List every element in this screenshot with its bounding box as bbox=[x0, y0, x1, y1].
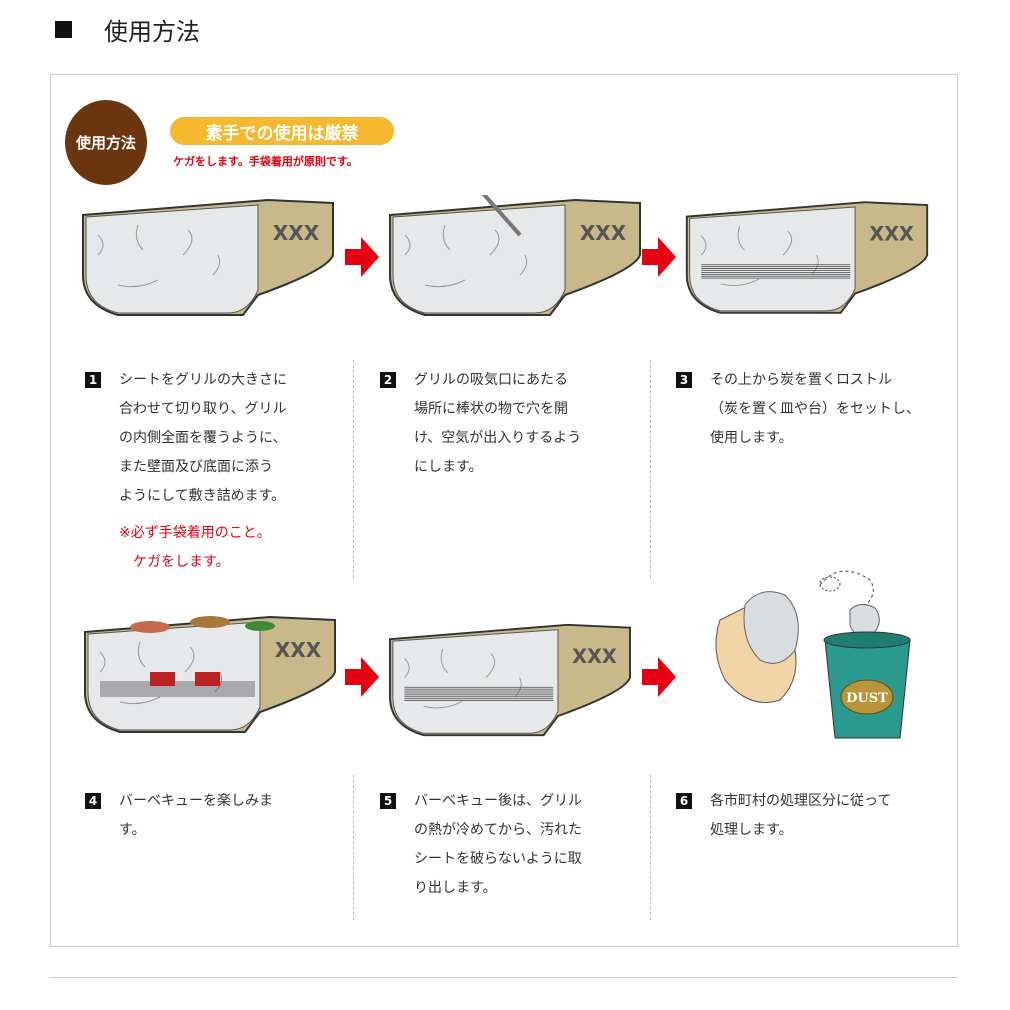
svg-text:XXX: XXX bbox=[572, 645, 617, 668]
arrow-right-icon bbox=[345, 657, 379, 697]
step-number: 3 bbox=[676, 372, 692, 388]
section-title-text: 使用方法 bbox=[104, 18, 200, 46]
svg-text:XXX: XXX bbox=[273, 221, 320, 245]
usage-panel bbox=[50, 74, 958, 947]
arrow-right-icon bbox=[642, 237, 676, 277]
square-bullet-icon bbox=[55, 21, 72, 38]
divider bbox=[650, 360, 651, 578]
step-1: 1 シートをグリルの大きさに 合わせて切り取り、グリル の内側全面を覆うように、 … bbox=[85, 366, 287, 577]
step-number: 6 bbox=[676, 793, 692, 809]
svg-text:XXX: XXX bbox=[275, 638, 322, 662]
usage-badge: 使用方法 bbox=[65, 100, 147, 185]
step-6: 6 各市町村の処理区分に従って 処理します。 bbox=[676, 787, 891, 845]
grill-illustration-2: XXX bbox=[389, 195, 641, 316]
arrow-right-icon bbox=[345, 237, 379, 277]
step-text: シートをグリルの大きさに 合わせて切り取り、グリル の内側全面を覆うように、 ま… bbox=[119, 372, 287, 504]
grill-illustration-5: XXX bbox=[389, 623, 631, 737]
grill-illustration-1: XXX bbox=[82, 198, 334, 316]
grill-illustration-4: XXX bbox=[84, 615, 336, 733]
step-2: 2 グリルの吸気口にあたる 場所に棒状の物で穴を開 け、空気が出入りするよう にし… bbox=[380, 366, 581, 482]
step-number: 2 bbox=[380, 372, 396, 388]
step-5: 5 バーベキュー後は、グリル の熱が冷めてから、汚れた シートを破らないように取 … bbox=[380, 787, 582, 903]
step-text: その上から炭を置くロストル （炭を置く皿や台）をセットし、 使用します。 bbox=[710, 372, 920, 446]
warning-subtext: ケガをします。手袋着用が原則です。 bbox=[173, 155, 358, 168]
step-text: 各市町村の処理区分に従って 処理します。 bbox=[710, 793, 892, 838]
step-number: 4 bbox=[85, 793, 101, 809]
arrow-right-icon bbox=[642, 657, 676, 697]
step-number: 1 bbox=[85, 372, 101, 388]
grill-illustration-3: XXX bbox=[685, 201, 929, 314]
bottom-divider bbox=[50, 977, 957, 978]
step-text: グリルの吸気口にあたる 場所に棒状の物で穴を開 け、空気が出入りするよう にしま… bbox=[414, 372, 582, 475]
step-3: 3 その上から炭を置くロストル （炭を置く皿や台）をセットし、 使用します。 bbox=[676, 366, 920, 453]
dust-label: DUST bbox=[846, 691, 888, 706]
warning-pill: 素手での使用は厳禁 bbox=[170, 117, 394, 145]
divider bbox=[353, 775, 354, 920]
step-text: バーベキューを楽しみま す。 bbox=[119, 793, 273, 838]
step-note: ※必ず手袋着用のこと。 ケガをします。 bbox=[119, 525, 271, 570]
dispose-illustration: DUST bbox=[715, 570, 911, 739]
step-4: 4 バーベキューを楽しみま す。 bbox=[85, 787, 273, 845]
svg-text:XXX: XXX bbox=[580, 221, 627, 245]
divider bbox=[650, 775, 651, 920]
section-title: 使用方法 bbox=[55, 12, 200, 47]
step-text: バーベキュー後は、グリル の熱が冷めてから、汚れた シートを破らないように取 り… bbox=[414, 793, 582, 896]
svg-text:XXX: XXX bbox=[869, 223, 914, 246]
divider bbox=[353, 360, 354, 578]
step-number: 5 bbox=[380, 793, 396, 809]
